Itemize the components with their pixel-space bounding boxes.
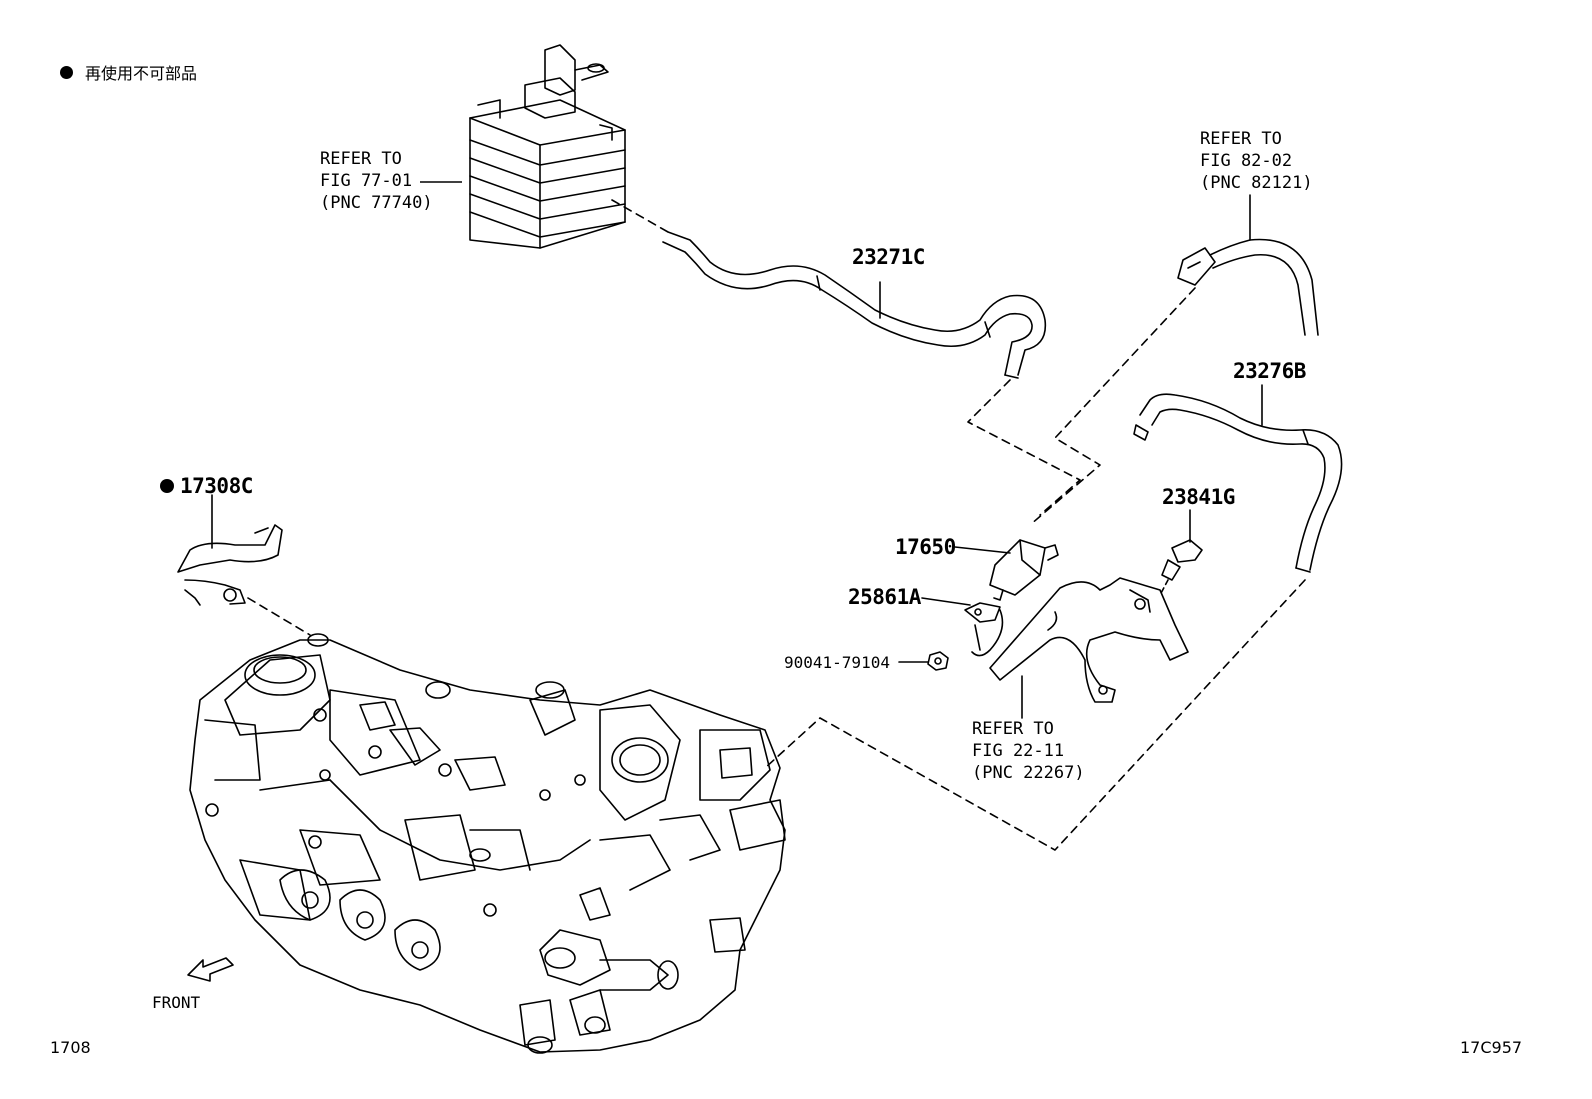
figure-code-right: 17C957 [1460,1038,1523,1057]
non-reusable-dot-icon [60,65,73,79]
part-number-23276b[interactable]: 23276B [1233,359,1306,383]
engine-block-drawing [189,633,786,1054]
harness-drawing [1177,238,1319,336]
clip-drawing [1161,539,1203,581]
non-reusable-marker-icon [160,479,174,493]
canister-drawing [469,44,626,249]
part-number-17650[interactable]: 17650 [895,535,956,559]
harness-reference: REFER TO FIG 82-02 (PNC 82121) [1200,129,1313,193]
bracket-reference: REFER TO FIG 22-11 (PNC 22267) [972,719,1085,783]
canister-reference: REFER TO FIG 77-01 (PNC 77740) [320,149,433,213]
part-number-17308c[interactable]: 17308C [180,474,253,498]
pipe-17308c-drawing [177,524,283,606]
front-arrow-icon [187,957,234,982]
bracket-leader [921,597,971,606]
valve-drawing [989,539,1059,601]
hose-23271c-drawing [662,231,1047,379]
part-number-90041-79104[interactable]: 90041-79104 [784,653,890,672]
part-number-25861a[interactable]: 25861A [848,585,921,609]
valve-leader [954,546,1011,554]
part-number-23841g[interactable]: 23841G [1162,485,1235,509]
nut-drawing [927,651,949,671]
bracket-25861a-drawing [964,602,1004,657]
figure-code-left: 1708 [50,1038,91,1057]
legend-text: 再使用不可部品 [85,64,198,83]
hose-23276b-drawing [1133,393,1343,573]
support-bracket-drawing [989,577,1189,703]
front-label: FRONT [152,993,201,1012]
part-number-23271c[interactable]: 23271C [852,245,925,269]
legend: 再使用不可部品 [60,60,197,84]
